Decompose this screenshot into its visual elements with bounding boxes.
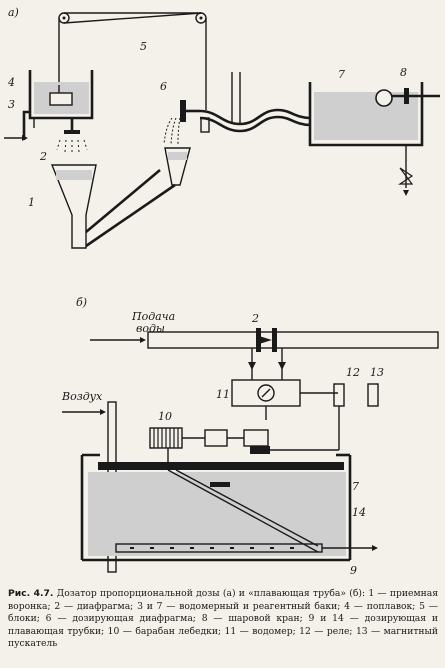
water-meter	[231, 379, 338, 420]
dosing-funnel	[163, 117, 191, 186]
air-label: Воздух	[61, 390, 103, 403]
relay	[268, 383, 345, 451]
winch-drum	[149, 427, 270, 470]
label-b-7: 7	[352, 480, 359, 493]
label-b-13: 13	[370, 366, 384, 379]
label-b-2: 2	[251, 312, 259, 325]
reagent-tank-b	[80, 453, 378, 562]
panel-b-label: б)	[76, 296, 87, 309]
label-6: 6	[160, 80, 167, 93]
label-b-12: 12	[346, 366, 360, 379]
label-4: 4	[7, 76, 15, 89]
label-b-9: 9	[350, 564, 357, 577]
reagent-tank	[308, 82, 440, 196]
label-5: 5	[140, 40, 147, 53]
figure-caption: Рис. 4.7. Дозатор пропорциональной дозы …	[8, 588, 438, 651]
caption-head: Рис. 4.7.	[8, 588, 54, 599]
water-label-2: воды	[136, 322, 165, 335]
caption-text: Дозатор пропорциональной дозы (а) и «пла…	[8, 588, 439, 649]
diagram: а)	[4, 6, 440, 577]
label-b-14: 14	[352, 506, 366, 519]
water-meter-tank	[4, 70, 94, 141]
water-label-1: Подача	[131, 310, 175, 323]
label-b-10: 10	[158, 410, 172, 423]
label-1: 1	[28, 196, 35, 209]
panel-a-label: а)	[8, 6, 19, 19]
receiving-funnel	[50, 164, 176, 249]
water-supply-pipe	[90, 328, 439, 380]
label-8: 8	[400, 66, 407, 79]
label-7: 7	[338, 68, 345, 81]
magnetic-starter	[367, 383, 379, 407]
dosing-diaphragm	[180, 72, 311, 133]
label-3: 3	[8, 98, 15, 111]
diaphragm	[56, 118, 88, 154]
label-b-11: 11	[216, 388, 230, 401]
label-2: 2	[39, 150, 47, 163]
